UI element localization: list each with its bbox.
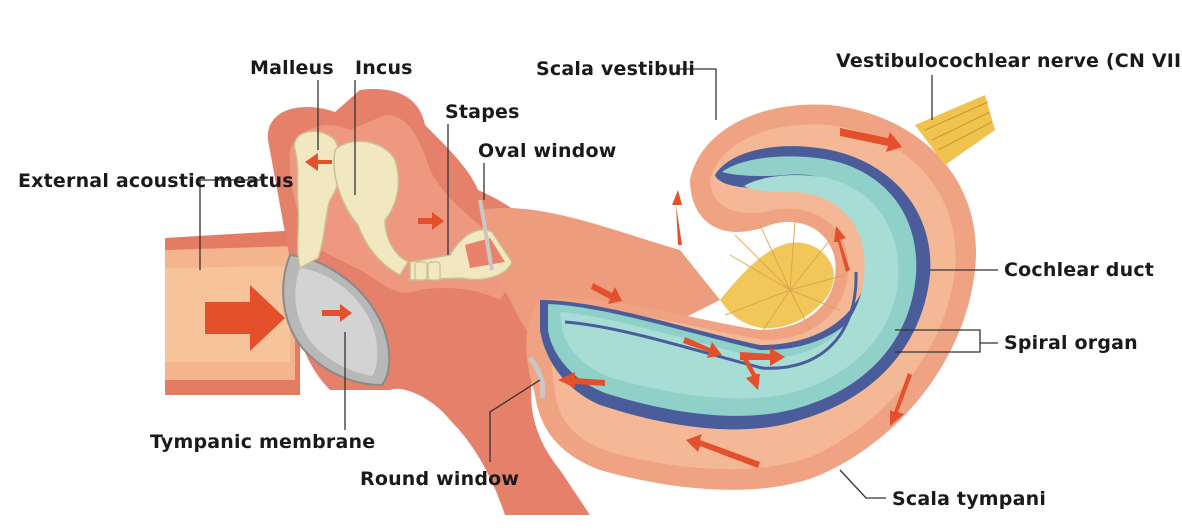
- tympanic-membrane-label: Tympanic membrane: [150, 431, 375, 453]
- labels: Malleus Incus Stapes Oval window Scala v…: [18, 50, 1182, 510]
- incus-bone: [333, 140, 410, 276]
- vestibulocochlear-nerve: [915, 95, 995, 165]
- duct-arrow-down: [742, 356, 760, 390]
- oval-window-membrane: [478, 199, 494, 271]
- sound-arrow: [205, 285, 285, 351]
- round-window-label: Round window: [360, 468, 519, 490]
- spiral-organ-leader-2: [895, 343, 981, 353]
- scala-tympani-leader: [839, 469, 886, 499]
- meatus-leader: [199, 179, 262, 270]
- cochlea: [526, 104, 977, 490]
- vestibule-arrow: [591, 283, 622, 304]
- malleus-bone: [293, 130, 342, 270]
- scala-vestibuli-leader: [678, 68, 717, 120]
- scala-tympani-label: Scala tympani: [892, 488, 1046, 510]
- vestibulocochlear-nerve-label: Vestibulocochlear nerve (CN VIII): [836, 50, 1182, 72]
- scala-vestibuli-label: Scala vestibuli: [536, 58, 695, 80]
- malleus-arrow: [305, 153, 332, 171]
- stapes-label: Stapes: [445, 101, 520, 123]
- tympani-arrow-bottom: [686, 434, 760, 468]
- tympanic-membrane: [282, 253, 391, 387]
- duct-arrow-2: [740, 348, 785, 366]
- duct-arrow-1: [683, 337, 722, 358]
- tympani-arrow-right: [890, 373, 912, 426]
- spiral-organ-leader-1: [895, 329, 998, 344]
- inner-arrow-up: [834, 226, 850, 272]
- malleus-label: Malleus: [250, 57, 334, 79]
- stapes-arrow: [418, 212, 444, 230]
- external-acoustic-meatus-label: External acoustic meatus: [18, 170, 294, 192]
- incus-label: Incus: [355, 57, 413, 79]
- round-window-leader: [489, 379, 541, 462]
- flow-arrows: [205, 128, 912, 468]
- spiral-organ-label: Spiral organ: [1004, 332, 1138, 354]
- round-window-arrow: [558, 372, 605, 388]
- oval-window-label: Oval window: [478, 140, 616, 162]
- cochlear-duct-label: Cochlear duct: [1004, 259, 1154, 281]
- leader-lines: [199, 68, 998, 499]
- vestibuli-arrow-left: [672, 190, 682, 245]
- tympanic-arrow: [322, 304, 352, 322]
- vestibuli-arrow-top: [840, 128, 902, 152]
- round-window-membrane: [528, 356, 546, 399]
